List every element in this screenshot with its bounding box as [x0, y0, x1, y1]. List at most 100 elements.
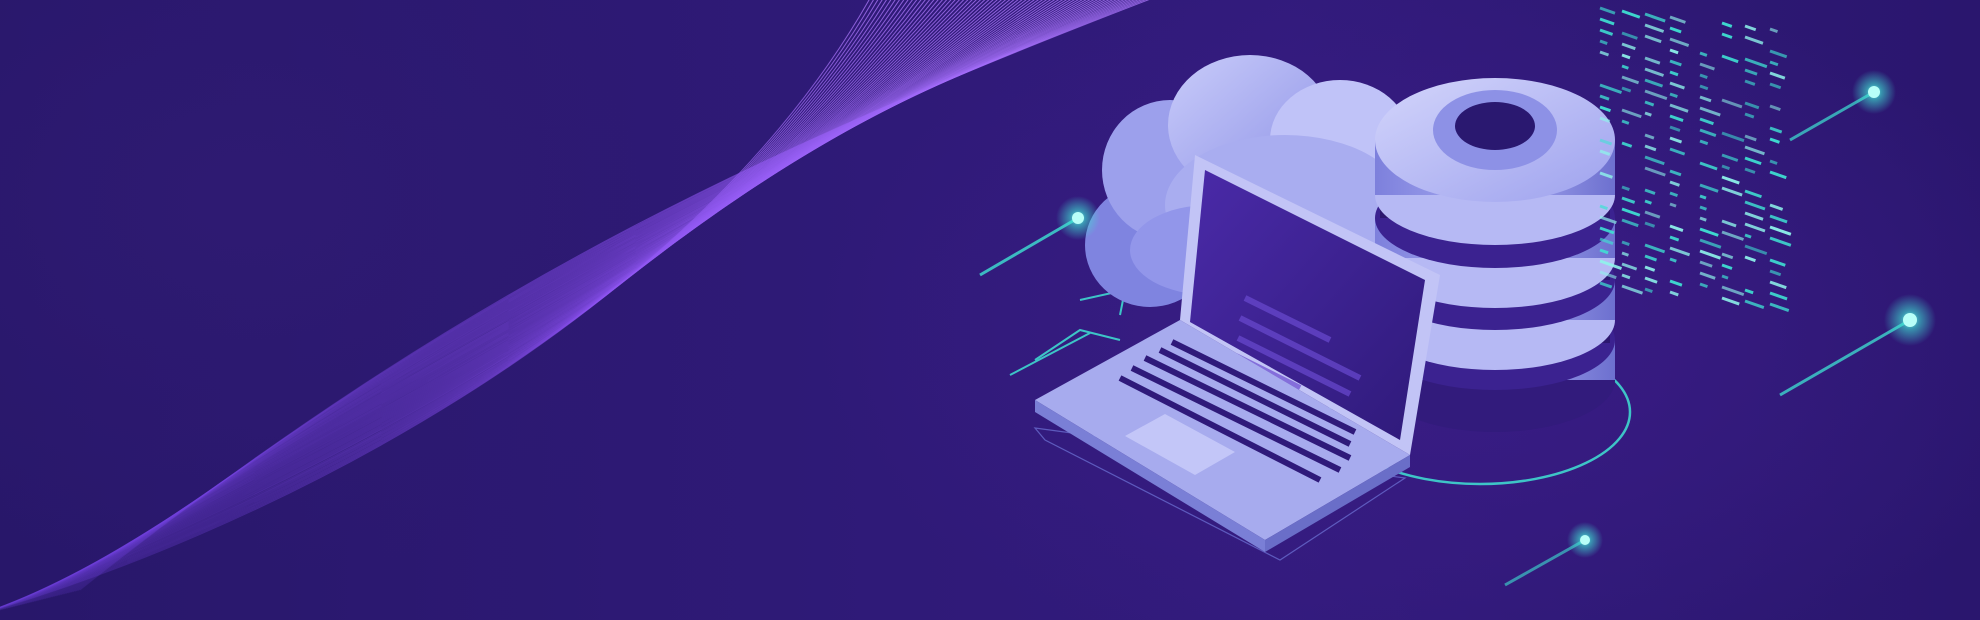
code-dash [1644, 89, 1668, 101]
code-dash [1621, 207, 1641, 217]
code-dash [1599, 226, 1615, 235]
wave-line [1, 0, 973, 611]
code-dash [1599, 39, 1608, 45]
glow-node-right [1779, 294, 1936, 397]
code-dash [1721, 296, 1740, 306]
code-dash [1699, 194, 1707, 200]
code-dash [1699, 183, 1719, 193]
code-dash [1644, 78, 1664, 88]
code-dash [1599, 28, 1614, 36]
code-dash [1699, 95, 1712, 103]
code-dash [1721, 186, 1743, 197]
code-dash [1599, 83, 1623, 94]
code-dash [1644, 287, 1653, 293]
code-dash [1769, 258, 1786, 267]
code-dash [1644, 34, 1662, 44]
code-dash [1669, 125, 1681, 132]
code-dash [1669, 114, 1684, 122]
code-dash [1699, 161, 1718, 171]
code-dash [1699, 106, 1721, 117]
code-dash [1669, 59, 1682, 67]
code-dash [1721, 219, 1737, 228]
code-dash [1721, 164, 1730, 171]
code-dash [1599, 215, 1617, 225]
code-dash [1721, 230, 1744, 241]
code-dash [1769, 104, 1781, 112]
glow-node-bottom [1504, 522, 1603, 587]
code-dash [1621, 240, 1630, 246]
code-dash [1669, 37, 1690, 47]
code-dash [1699, 205, 1707, 211]
code-dash [1669, 246, 1691, 257]
code-dash [1769, 291, 1788, 301]
code-dash [1699, 282, 1708, 289]
code-dash [1699, 260, 1713, 268]
code-dash [1769, 49, 1788, 59]
code-dash [1599, 237, 1614, 245]
code-dash [1669, 15, 1686, 24]
code-dash [1599, 204, 1608, 211]
code-dash [1644, 111, 1652, 117]
wave-line [0, 0, 956, 610]
code-dash [1669, 202, 1677, 208]
code-dash [1699, 51, 1708, 57]
code-dash [1744, 35, 1764, 45]
code-dash [1621, 284, 1643, 295]
code-dash [1721, 175, 1740, 185]
code-dash [1621, 108, 1642, 119]
code-dash [1621, 31, 1638, 40]
code-dash [1644, 166, 1666, 177]
code-dash [1621, 75, 1640, 85]
code-dash [1769, 60, 1779, 67]
code-dash [1644, 56, 1661, 65]
code-dash [1621, 42, 1636, 51]
code-dash [1769, 302, 1790, 312]
code-dash [1644, 133, 1655, 140]
code-dash [1621, 218, 1639, 228]
code-dash [1621, 53, 1631, 60]
code-dash [1644, 199, 1652, 205]
code-dash [1699, 62, 1715, 71]
code-dash [1621, 262, 1638, 271]
code-dash [1669, 290, 1679, 297]
code-dash [1699, 139, 1709, 146]
code-dash [1769, 236, 1792, 247]
code-dash [1769, 203, 1784, 211]
code-dash [1621, 9, 1641, 19]
code-dash [1644, 243, 1666, 254]
code-dash [1669, 257, 1677, 263]
wave-line [0, 0, 969, 611]
code-dash [1644, 276, 1658, 284]
code-dash [1669, 70, 1679, 77]
code-dash [1669, 81, 1685, 90]
code-dash [1769, 82, 1782, 90]
code-dash [1744, 200, 1766, 211]
code-dash [1744, 288, 1754, 295]
code-dash [1669, 191, 1678, 198]
code-dash [1721, 274, 1729, 280]
code-dash [1669, 147, 1686, 156]
code-dash [1769, 214, 1788, 224]
code-dash [1644, 12, 1666, 23]
code-dash [1669, 224, 1684, 232]
code-dash [1621, 64, 1629, 70]
code-dash [1699, 117, 1714, 126]
code-dash [1644, 221, 1656, 228]
code-dash [1721, 98, 1743, 109]
wave-line [3, 0, 977, 610]
code-dash [1644, 254, 1658, 262]
code-dash [1744, 156, 1762, 166]
glow-node-top-right [1789, 70, 1896, 142]
code-dash [1699, 73, 1708, 79]
code-dash [1744, 233, 1752, 239]
code-dash [1744, 112, 1755, 119]
code-dash [1621, 196, 1636, 204]
code-dash [1721, 54, 1739, 64]
code-dash [1599, 6, 1616, 15]
code-dash [1769, 27, 1779, 34]
code-dash [1699, 227, 1719, 237]
code-dash [1699, 128, 1717, 137]
